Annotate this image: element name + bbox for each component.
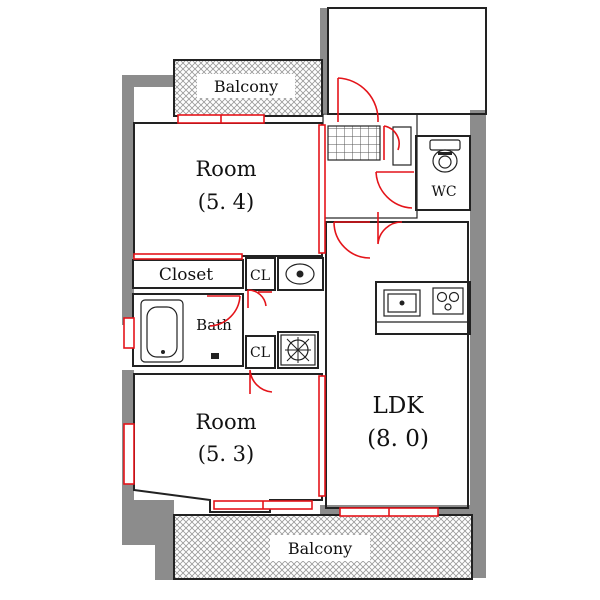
room-5-3-size: (5. 3) bbox=[198, 442, 254, 466]
balcony-bottom-label-bg bbox=[270, 535, 370, 561]
bathtub-icon bbox=[140, 299, 184, 363]
room-5-4-size: (5. 4) bbox=[198, 190, 254, 214]
balcony-bottom-label: Balcony bbox=[288, 539, 352, 558]
closet bbox=[132, 259, 244, 289]
cl-lower-label: CL bbox=[250, 345, 270, 361]
entrance bbox=[322, 113, 418, 219]
toilet-icon bbox=[429, 139, 461, 173]
cl-lower bbox=[245, 335, 276, 369]
wc-label: WC bbox=[431, 184, 456, 200]
kitchen-counter bbox=[375, 281, 471, 335]
cl-upper-label: CL bbox=[250, 268, 270, 284]
drain-icon bbox=[211, 353, 219, 359]
balcony-bottom bbox=[173, 514, 473, 580]
doors-and-windows bbox=[123, 77, 439, 517]
cl-upper bbox=[245, 257, 276, 291]
room-5-4-name: Room bbox=[195, 157, 256, 181]
top-right-storage bbox=[327, 7, 487, 115]
closet-label: Closet bbox=[159, 265, 213, 285]
washing-machine-icon bbox=[277, 331, 319, 369]
balcony-top-label: Balcony bbox=[214, 77, 278, 96]
room-5-3-name: Room bbox=[195, 410, 256, 434]
wash-basin-icon bbox=[277, 257, 324, 291]
ldk-room bbox=[325, 221, 469, 509]
ldk-name: LDK bbox=[373, 393, 425, 419]
wc-room bbox=[415, 135, 471, 211]
ldk-size: (8. 0) bbox=[367, 426, 429, 452]
balcony-top-label-bg bbox=[197, 74, 295, 98]
